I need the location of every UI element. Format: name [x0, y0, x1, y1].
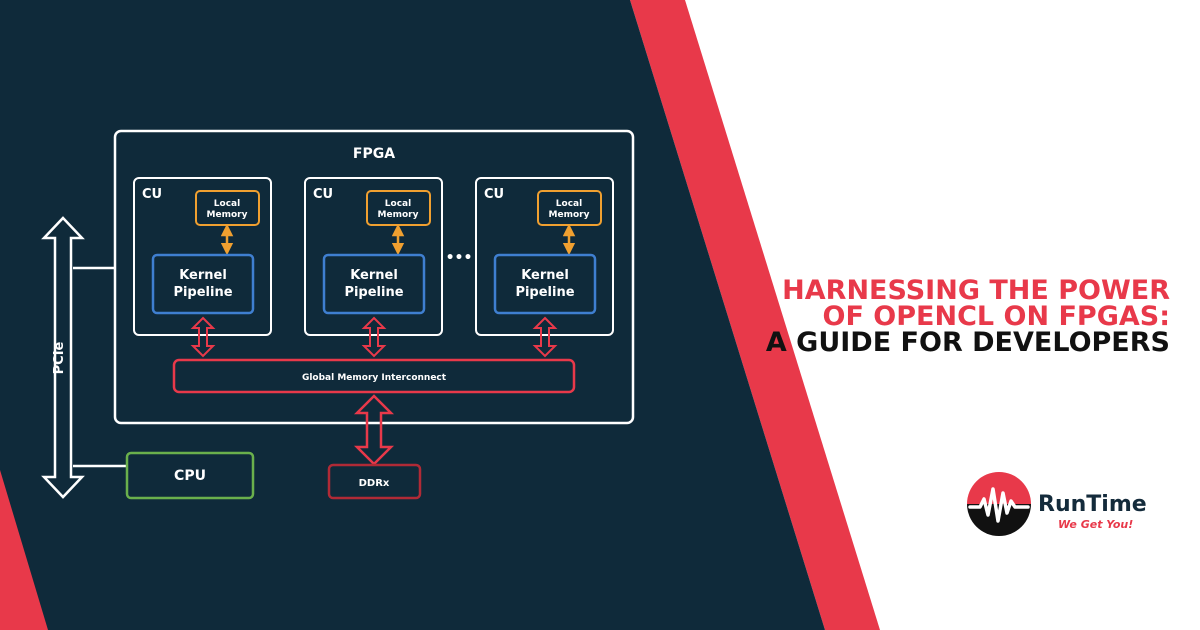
pulse-wave-icon — [967, 472, 1031, 536]
cu-label: CU — [484, 187, 504, 202]
cpu-box — [125, 451, 255, 500]
cu-box — [304, 177, 443, 336]
red-corner — [0, 470, 48, 630]
pcie-label: PCIe — [52, 341, 67, 374]
cu-box — [133, 177, 272, 336]
kernel-pipeline-box — [322, 253, 426, 315]
headline: HARNESSING THE POWER OF OPENCL ON FPGAS:… — [700, 275, 1170, 358]
runtime-logo: RunTime We Get You! — [966, 468, 1166, 538]
red-stripe — [630, 0, 880, 630]
kernel-interconnect-arrow — [190, 316, 216, 358]
kernel-interconnect-arrow — [532, 316, 558, 358]
headline-line-1: HARNESSING THE POWER — [782, 275, 1170, 306]
global-memory-interconnect-box — [172, 358, 576, 394]
cu-label: CU — [313, 187, 333, 202]
kernel-interconnect-arrow — [361, 316, 387, 358]
brand-name: RunTime — [1038, 492, 1147, 517]
brand-tagline: We Get You! — [1058, 518, 1134, 531]
kernel-pipeline-box — [493, 253, 597, 315]
cpu-label: CPU — [174, 468, 206, 484]
cu-box — [475, 177, 614, 336]
fpga-label: FPGA — [353, 146, 395, 162]
pcie-bus-arrow — [41, 216, 85, 499]
more-units-ellipsis: ••• — [446, 250, 473, 266]
kernel-pipeline-box — [151, 253, 255, 315]
interconnect-ddr-arrow — [353, 394, 395, 466]
navy-panel — [0, 0, 825, 630]
headline-line-2: OF OPENCL ON FPGAS: — [822, 301, 1170, 332]
ddr-box — [327, 463, 422, 500]
fpga-box — [113, 129, 635, 425]
cu-label: CU — [142, 187, 162, 202]
ddr-label: DDRx — [359, 478, 390, 489]
headline-line-3: A GUIDE FOR DEVELOPERS — [765, 327, 1170, 358]
global-memory-interconnect-label: Global Memory Interconnect — [302, 373, 447, 383]
